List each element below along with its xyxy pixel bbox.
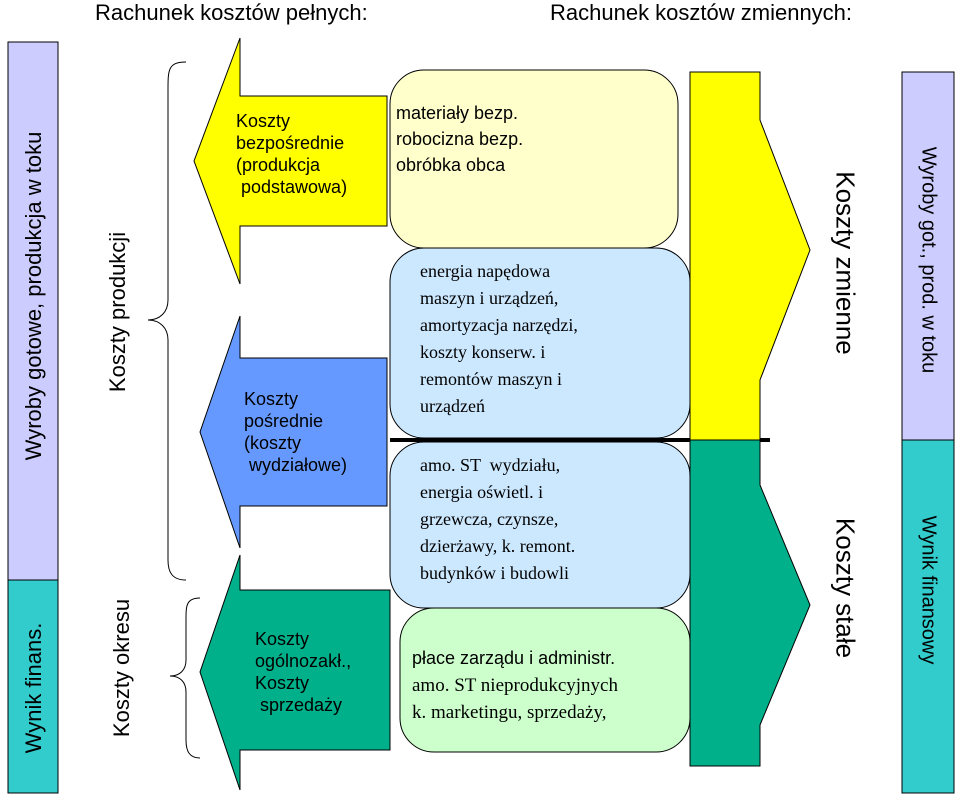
- variable-costs-label: Koszty zmienne: [830, 171, 861, 355]
- general-costs-arrow: [199, 554, 391, 791]
- admin-sales-rest: amo. ST nieprodukcyjnych k. marketingu, …: [412, 675, 618, 723]
- full-cost-header: Rachunek kosztów pełnych:: [95, 0, 368, 25]
- fixed-overhead-text: amo. ST wydziału, energia oświetl. i grz…: [420, 455, 576, 583]
- right-bar-bottom-label: Wynik finansowy: [917, 515, 940, 665]
- right-bar-bottom: [901, 439, 955, 794]
- production-brace: [147, 61, 187, 581]
- left-bar-top-label: Wyroby gotowe, produkcja w toku: [21, 131, 46, 461]
- indirect-costs-label: Koszty pośrednie (koszty wydziałowe): [244, 389, 348, 475]
- variable-costs-arrow: [689, 71, 811, 441]
- general-costs-label: Koszty ogólnozakł., Koszty sprzedaży: [255, 629, 352, 715]
- right-bar-top: [901, 71, 955, 441]
- right-bar-top-label: Wyroby got., prod. w toku: [917, 146, 940, 374]
- variable-overhead-text: energia napędowa maszyn i urządzeń, amor…: [420, 261, 578, 416]
- fixed-costs-label: Koszty stałe: [830, 517, 861, 659]
- indirect-costs-arrow: [199, 315, 388, 549]
- direct-items-text: materiały bezp. robocizna bezp. obróbka …: [396, 103, 524, 175]
- period-costs-label: Koszty okresu: [109, 598, 134, 738]
- left-bar-bottom: [7, 579, 59, 794]
- admin-sales-line1: płace zarządu i administr.: [412, 648, 616, 668]
- direct-costs-arrow: [193, 37, 388, 285]
- fixed-costs-arrow: [689, 439, 811, 767]
- period-brace: [169, 597, 201, 759]
- variable-cost-header: Rachunek kosztów zmiennych:: [550, 0, 853, 25]
- direct-costs-label: Koszty bezpośrednie (produkcja podstawow…: [236, 111, 348, 197]
- left-bar-bottom-label: Wynik finans.: [21, 622, 46, 754]
- production-costs-label: Koszty produkcji: [105, 231, 130, 393]
